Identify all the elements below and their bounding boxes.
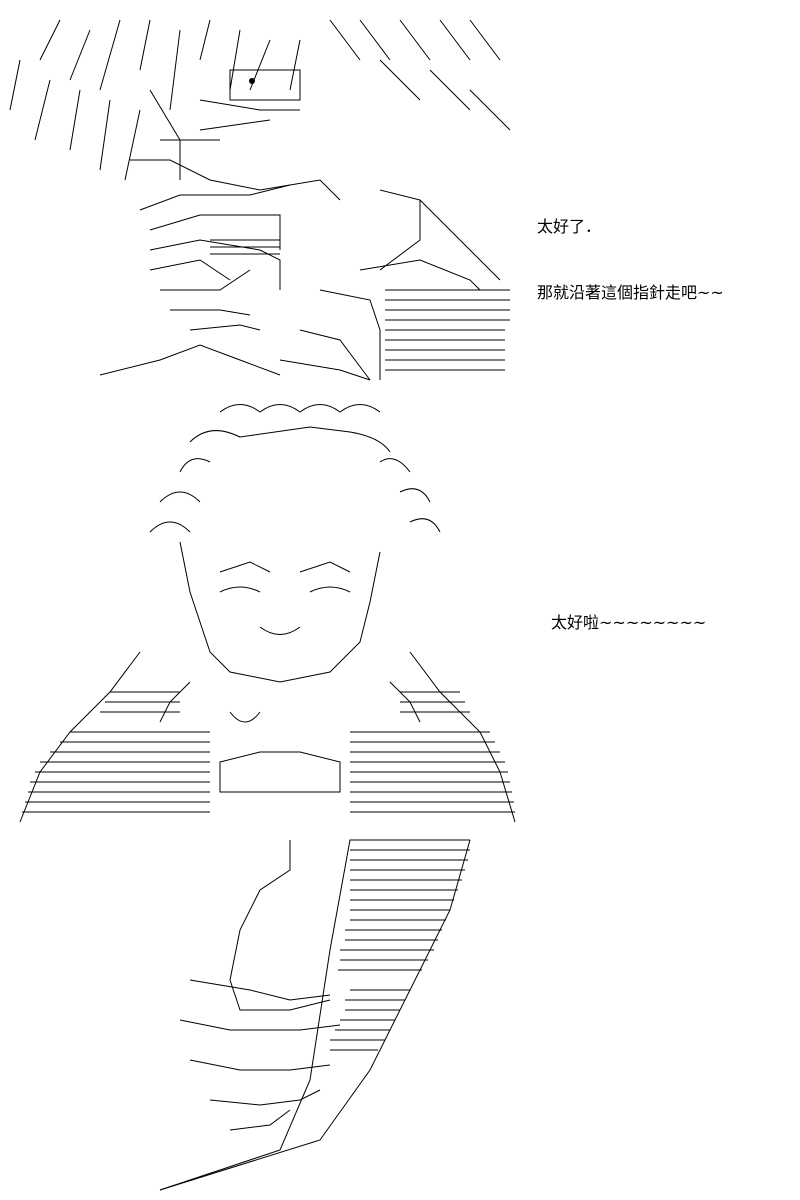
- ascii-art-character-2: [10, 392, 520, 830]
- panel-1: 太好了． 那就沿著這個指針走吧~~: [0, 0, 800, 392]
- ascii-art-character-1: [0, 0, 520, 392]
- panel-2: 太好啦~~~~~~~~: [0, 392, 800, 830]
- panel-3: [0, 830, 800, 1200]
- ascii-art-hand-pointer: [150, 830, 490, 1200]
- dialogue-line: 那就沿著這個指針走吧~~: [537, 283, 724, 302]
- dialogue-text-1: 太好了． 那就沿著這個指針走吧~~: [537, 172, 724, 348]
- dialogue-text-2: 太好啦~~~~~~~~: [551, 568, 706, 678]
- dialogue-line: 太好了．: [537, 217, 602, 236]
- dialogue-line: 太好啦~~~~~~~~: [551, 613, 707, 632]
